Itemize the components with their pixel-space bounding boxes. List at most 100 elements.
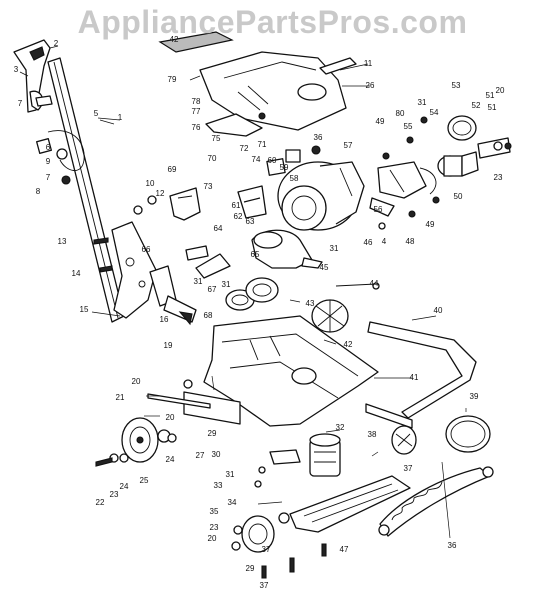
callout-label: 56 [374, 205, 383, 214]
handle-grip [13, 39, 51, 113]
callout-label: 55 [404, 122, 413, 131]
motor-pad [254, 449, 301, 488]
callout-label: 4 [382, 237, 387, 246]
callout-label: 41 [410, 373, 419, 382]
handle-pivot-bracket [111, 221, 177, 319]
callout-label: 2 [54, 39, 59, 48]
filter-cover-plate [158, 31, 234, 53]
callout-label: 26 [366, 81, 375, 90]
callout-label: 23 [210, 523, 219, 532]
callout-label: 20 [132, 377, 141, 386]
agitator-brushroll [378, 466, 494, 537]
callout-label: 34 [228, 498, 237, 507]
callout-label: 5 [94, 109, 99, 118]
callout-label: 37 [260, 581, 269, 590]
callout-label: 53 [452, 81, 461, 90]
callout-label: 6 [46, 143, 51, 152]
callout-label: 32 [336, 423, 345, 432]
callout-label: 27 [196, 451, 205, 460]
bearing-ring [447, 115, 477, 141]
cord-bracket-right [377, 161, 437, 199]
callout-label: 33 [214, 481, 223, 490]
callout-label: 24 [120, 482, 129, 491]
callout-label: 36 [448, 541, 457, 550]
fan-cover-plate [185, 245, 231, 279]
callout-label: 42 [344, 340, 353, 349]
motor-brush-holders [266, 145, 321, 176]
callout-label: 31 [226, 470, 235, 479]
handle-tube [47, 57, 125, 323]
fan-seal-rings [225, 277, 279, 311]
callout-label: 36 [314, 133, 323, 142]
callout-label: 62 [234, 212, 243, 221]
handle-release-pedal [163, 295, 197, 326]
watermark: AppliancePartsPros.com [77, 4, 468, 40]
callout-label: 11 [364, 59, 373, 68]
callout-label: 43 [306, 299, 315, 308]
callout-label: 65 [251, 250, 260, 259]
callout-label: 23 [110, 490, 119, 499]
callout-label: 68 [204, 311, 213, 320]
callout-label: 52 [472, 101, 481, 110]
motor-support-bracket [237, 185, 267, 219]
callout-label: 76 [192, 123, 201, 132]
callout-label: 31 [222, 280, 231, 289]
leader-lines [19, 45, 467, 539]
callout-label: 46 [364, 238, 373, 247]
right-bracket-screws [369, 116, 440, 230]
top-hood [199, 51, 347, 131]
callout-label: 31 [418, 98, 427, 107]
callout-label: 73 [204, 182, 213, 191]
callout-label: 25 [140, 476, 149, 485]
callout-label: 31 [194, 277, 203, 286]
callout-label: 77 [192, 107, 201, 116]
callout-label: 39 [470, 392, 479, 401]
suction-motor-lower [309, 433, 341, 477]
bottom-screws [261, 543, 327, 579]
callout-label: 38 [368, 430, 377, 439]
motor-housing [277, 161, 365, 231]
handle-lever [205, 112, 266, 137]
base-gasket-strip [367, 321, 477, 419]
side-cord-bracket [169, 187, 201, 221]
callout-label: 51 [486, 91, 495, 100]
callout-label: 20 [496, 86, 505, 95]
callout-label: 69 [168, 165, 177, 174]
brush-pulley [391, 425, 417, 455]
callout-label: 72 [240, 144, 249, 153]
callout-label: 57 [344, 141, 353, 150]
callout-label: 40 [434, 306, 443, 315]
handle-cord-hook [29, 90, 53, 111]
callout-label: 24 [166, 455, 175, 464]
callout-label: 9 [46, 157, 51, 166]
callout-label: 31 [330, 244, 339, 253]
callout-label: 66 [142, 245, 151, 254]
callout-label: 7 [18, 99, 23, 108]
callout-label: 37 [262, 545, 271, 554]
callout-label: 30 [212, 450, 221, 459]
callout-label: 71 [258, 140, 267, 149]
front-wheel [231, 512, 290, 553]
callout-label: 10 [146, 179, 155, 188]
callout-label: 51 [488, 103, 497, 112]
callout-label: 45 [320, 263, 329, 272]
callout-label: 22 [96, 498, 105, 507]
callout-label: 74 [252, 155, 261, 164]
rear-wheel [121, 417, 159, 463]
callout-label: 19 [164, 341, 173, 350]
callout-label: 79 [168, 75, 177, 84]
callout-label: 49 [376, 117, 385, 126]
small-springs-center [301, 257, 380, 290]
callout-label: 12 [156, 189, 165, 198]
callout-label: 20 [208, 534, 217, 543]
callout-label: 7 [46, 173, 51, 182]
callout-label: 58 [290, 174, 299, 183]
callout-label: 20 [166, 413, 175, 422]
small-screws-left [93, 195, 157, 273]
callout-label: 75 [212, 134, 221, 143]
callout-label: 44 [370, 279, 379, 288]
belt-ring [445, 415, 491, 453]
callout-label: 80 [396, 109, 405, 118]
callout-label: 29 [208, 429, 217, 438]
